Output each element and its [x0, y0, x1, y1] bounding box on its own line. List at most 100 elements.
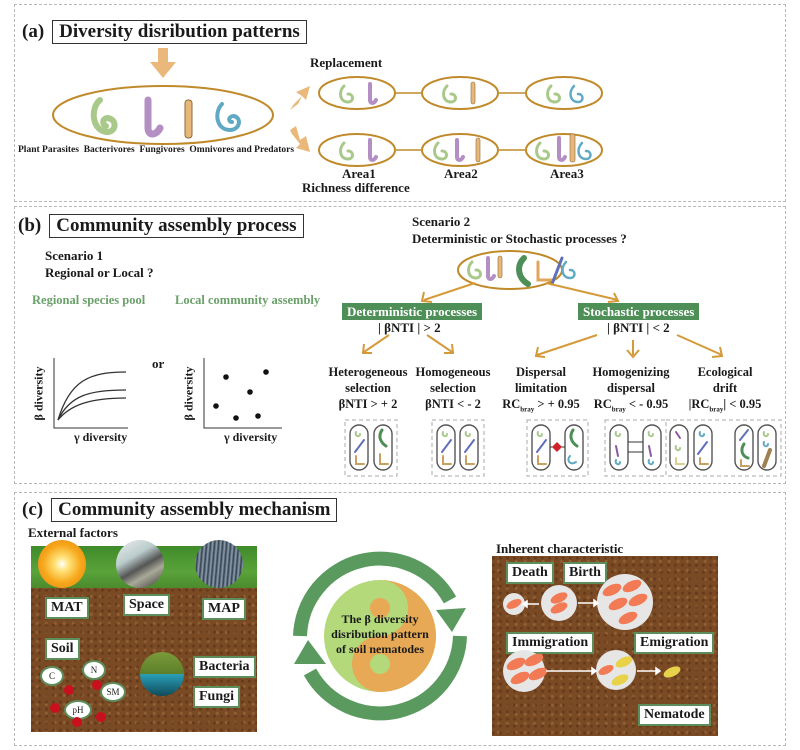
microbe-icon	[140, 652, 184, 696]
richness-area1	[318, 133, 396, 167]
population-medium	[541, 585, 577, 621]
capsule	[349, 424, 369, 471]
group-label: Bacterivores	[83, 145, 135, 155]
area3-label: Area3	[550, 166, 584, 181]
process-name-2: selection	[345, 381, 391, 395]
down-right-arrow-icon	[290, 126, 310, 152]
cycle-center-text: The β diversity disribution pattern of s…	[318, 612, 442, 657]
panel-a-title-box: Diversity disribution patterns	[52, 20, 307, 44]
process-name: Ecological	[697, 365, 753, 379]
scatter-points	[213, 369, 269, 421]
process-name-2: drift	[712, 381, 738, 395]
replacement-area1	[318, 76, 396, 110]
replacement-label: Replacement	[310, 55, 383, 70]
process-name: Dispersal	[516, 365, 566, 379]
barrier-icon	[552, 442, 562, 452]
plot1-xlabel: γ diversity	[74, 430, 128, 444]
soil-particle	[92, 680, 102, 690]
panel-b-title: (b) Community assembly process	[18, 214, 304, 238]
process-criterion: RCbray < - 0.95	[593, 397, 669, 414]
center-text-line: of soil nematodes	[336, 642, 424, 656]
panel-c-letter: (c)	[22, 499, 44, 520]
process-name: Homogeneous	[415, 365, 491, 379]
regional-curves-plot	[53, 358, 282, 429]
replacement-area3	[525, 76, 603, 110]
process-heterogeneous-selection: Heterogeneous selection βNTI > + 2	[325, 364, 411, 412]
process-name: Heterogeneous	[328, 365, 408, 379]
group-label: Fungivores	[139, 145, 185, 155]
process-ecological-drift: Ecological drift |RCbray| < 0.95	[680, 364, 770, 418]
tag-map: MAP	[202, 598, 246, 620]
scatter-point	[255, 413, 261, 419]
or-label: or	[152, 356, 165, 371]
capsule	[642, 424, 662, 471]
tag-fungi: Fungi	[193, 686, 241, 708]
richness-label: Richness difference	[302, 180, 410, 195]
area1-label: Area1	[342, 166, 376, 181]
curve-upper	[57, 371, 127, 421]
chip-c: C	[40, 666, 64, 686]
panel-b	[14, 206, 786, 484]
stochastic-processes-box: Stochastic processes	[578, 303, 700, 320]
scatter-point	[223, 374, 229, 380]
rain-icon	[195, 540, 243, 588]
tag-soil: Soil	[45, 638, 80, 660]
curve-lower	[57, 397, 127, 421]
down-arrow-icon	[150, 48, 176, 78]
process-name-2: limitation	[514, 381, 568, 395]
scenario1-title: Scenario 1	[45, 248, 104, 263]
group-labels: Plant Parasites Bacterivores Fungivores …	[18, 145, 294, 155]
fungivore-icon	[184, 99, 193, 139]
process-homogeneous-selection: Homogeneous selection βNTI < - 2	[412, 364, 494, 412]
panel-a-letter: (a)	[22, 21, 45, 42]
process-criterion: βNTI > + 2	[338, 397, 398, 411]
curve-middle	[57, 389, 127, 421]
process-name-2: selection	[430, 381, 476, 395]
process-capsules	[344, 419, 782, 477]
panel-c	[14, 492, 786, 746]
scatter-point	[233, 415, 239, 421]
community-ellipse	[52, 85, 274, 145]
panel-a	[14, 4, 786, 202]
capsule	[459, 424, 479, 471]
scatter-point	[263, 369, 269, 375]
cycle-arrowhead	[294, 640, 326, 664]
panel-a-graphics	[52, 48, 603, 167]
cycle-arrowhead	[436, 608, 466, 632]
capsule	[669, 424, 689, 471]
panel-c-title: (c) Community assembly mechanism	[22, 498, 338, 522]
chip-sm: SM	[100, 682, 126, 702]
group-label: Omnivores and Predators	[189, 145, 295, 155]
process-name: Homogenizing	[592, 365, 670, 379]
process-criterion: |RCbray| < 0.95	[688, 397, 762, 414]
soil-particle	[50, 703, 60, 713]
area2-label: Area2	[444, 166, 478, 181]
soil-particle	[72, 717, 82, 727]
stochastic-criterion: | βNTI | < 2	[607, 320, 670, 335]
scenario2-title: Scenario 2	[412, 214, 471, 229]
tag-birth: Birth	[563, 562, 607, 584]
process-name-2: dispersal	[607, 381, 655, 395]
panel-b-letter: (b)	[18, 215, 42, 236]
omnivore-icon	[215, 102, 241, 133]
capsule	[757, 424, 777, 471]
center-text-line: The β diversity	[341, 612, 419, 626]
plot2-xlabel: γ diversity	[224, 430, 278, 444]
capsule	[693, 424, 713, 471]
group-label: Plant Parasites	[18, 145, 79, 155]
tag-emigration: Emigration	[634, 632, 715, 654]
cycle-arrow-top	[293, 551, 457, 637]
capsule	[734, 424, 754, 471]
tag-death: Death	[506, 562, 554, 584]
sun-icon	[38, 540, 86, 588]
up-right-arrow-icon	[290, 86, 310, 110]
cycle-arrow-bottom	[303, 635, 467, 721]
scenario1-question: Regional or Local ?	[45, 265, 154, 280]
tag-immigration: Immigration	[506, 632, 595, 654]
panel-c-title-box: Community assembly mechanism	[51, 498, 338, 522]
center-text-line: disribution pattern	[331, 627, 429, 641]
scatter-point	[247, 389, 253, 395]
emigrating-nematode	[663, 666, 681, 678]
panel-a-title: (a) Diversity disribution patterns	[22, 20, 307, 44]
